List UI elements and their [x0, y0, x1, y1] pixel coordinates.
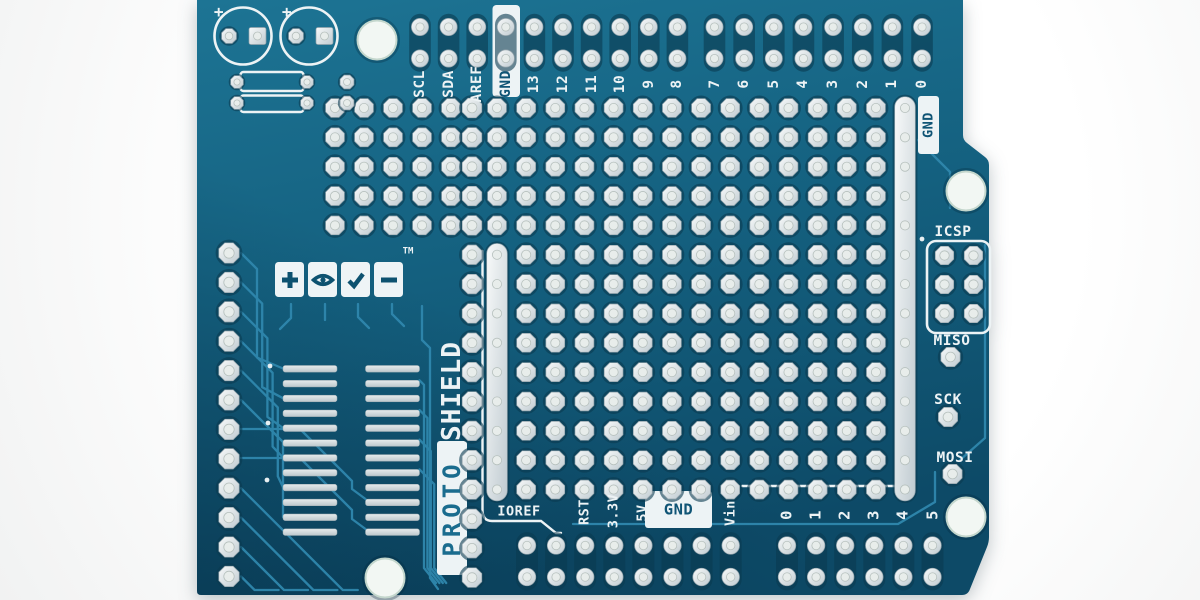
proto-label-box — [437, 441, 467, 575]
capacitor-footprint-2 — [279, 6, 339, 66]
icsp-outline — [925, 239, 992, 335]
grid-left-silk-line — [481, 249, 563, 535]
capacitor-footprint-1 — [213, 6, 273, 66]
solder-pads — [215, 13, 986, 591]
mounting-holes — [354, 17, 989, 600]
gnd-right-box — [918, 96, 939, 154]
